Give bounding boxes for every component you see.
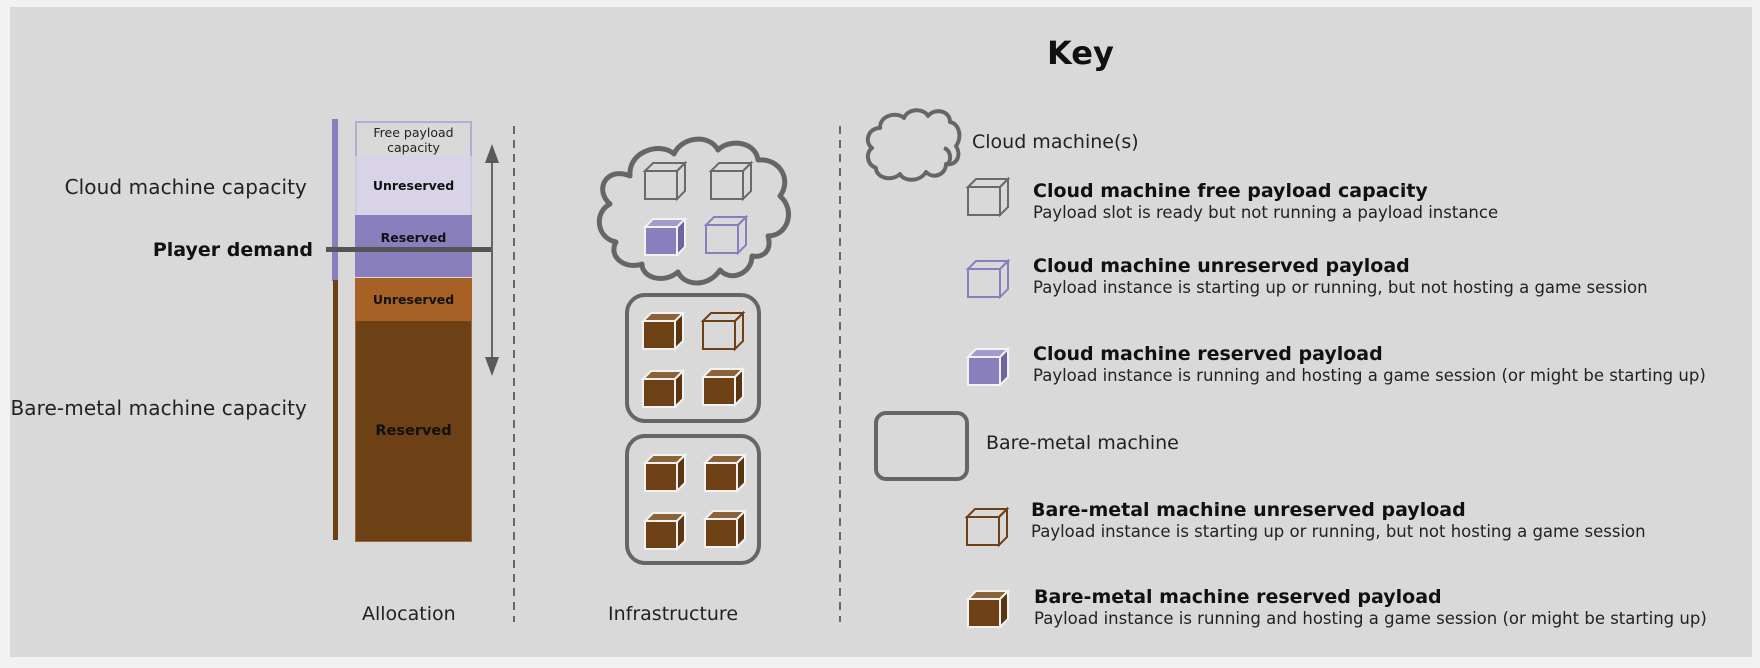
bare-metal-capacity-label: Bare-metal machine capacity <box>10 396 307 420</box>
cube-bare-unreserved-icon <box>700 310 746 352</box>
cube-bare-reserved-icon <box>640 310 686 352</box>
key-item-desc: Payload instance is running and hosting … <box>1033 366 1706 385</box>
bare-metal-machine-1 <box>625 293 761 423</box>
segment-label: Unreserved <box>372 178 455 193</box>
cube-cloud-free-icon <box>708 160 754 202</box>
separator-dashed-2 <box>839 126 841 622</box>
player-demand-label: Player demand <box>152 239 313 261</box>
diagram-panel <box>10 7 1752 657</box>
key-item-title: Bare-metal machine unreserved payload <box>1031 499 1466 521</box>
bare-metal-capacity-bar <box>333 280 338 540</box>
cube-bare-reserved-icon <box>702 452 748 494</box>
key-item-cloud-reserved: Cloud machine reserved payload Payload i… <box>1033 343 1706 385</box>
key-item-bare-unreserved: Bare-metal machine unreserved payload Pa… <box>1031 499 1646 541</box>
key-item-title: Bare-metal machine reserved payload <box>1034 586 1442 608</box>
key-cube-bare-reserved-icon <box>965 588 1011 630</box>
segment-label: Unreserved <box>372 292 455 307</box>
cube-bare-reserved-icon <box>642 510 688 552</box>
cube-bare-reserved-icon <box>640 368 686 410</box>
infrastructure-label: Infrastructure <box>608 603 739 625</box>
separator-dashed-1 <box>513 126 515 622</box>
cube-cloud-reserved-icon <box>642 216 688 258</box>
segment-label: Reserved <box>380 230 447 245</box>
cloud-machine-icon <box>596 136 791 286</box>
segment-cloud-free: Free payload capacity <box>355 121 472 156</box>
cube-bare-reserved-icon <box>642 452 688 494</box>
key-cloud-icon <box>865 108 962 182</box>
key-title: Key <box>1047 34 1114 72</box>
key-cube-cloud-reserved-icon <box>965 346 1011 388</box>
allocation-label: Allocation <box>362 603 456 625</box>
key-item-cloud-unreserved: Cloud machine unreserved payload Payload… <box>1033 255 1648 297</box>
segment-bare-unreserved: Unreserved <box>355 278 472 321</box>
key-item-title: Cloud machine free payload capacity <box>1033 180 1428 202</box>
bare-metal-machine-2 <box>625 434 761 565</box>
allocation-stacked-bar: Free payload capacity Unreserved Reserve… <box>355 121 472 542</box>
key-item-desc: Payload instance is starting up or runni… <box>1031 522 1646 541</box>
cube-bare-reserved-icon <box>702 508 748 550</box>
key-item-desc: Payload slot is ready but not running a … <box>1033 203 1499 222</box>
cube-cloud-free-icon <box>642 160 688 202</box>
segment-label: Free payload capacity <box>373 124 454 155</box>
segment-cloud-reserved: Reserved <box>355 215 472 277</box>
key-item-desc: Payload instance is running and hosting … <box>1034 609 1707 628</box>
key-cube-bare-unreserved-icon <box>964 506 1010 548</box>
segment-bare-reserved: Reserved <box>355 321 472 542</box>
key-item-cloud-free: Cloud machine free payload capacity Payl… <box>1033 180 1498 222</box>
cube-bare-reserved-icon <box>700 366 746 408</box>
key-cube-cloud-unreserved-icon <box>965 258 1011 300</box>
segment-cloud-unreserved: Unreserved <box>355 156 472 215</box>
key-item-bare-reserved: Bare-metal machine reserved payload Payl… <box>1034 586 1707 628</box>
cloud-capacity-label: Cloud machine capacity <box>64 175 307 199</box>
key-bare-metal-icon <box>874 411 969 481</box>
cube-cloud-unreserved-icon <box>703 214 749 256</box>
key-cube-cloud-free-icon <box>965 176 1011 218</box>
segment-label: Reserved <box>375 423 452 439</box>
cloud-capacity-bar <box>332 119 338 281</box>
double-arrow-icon <box>485 144 499 376</box>
key-item-title: Cloud machine reserved payload <box>1033 343 1383 365</box>
key-item-title: Cloud machine unreserved payload <box>1033 255 1410 277</box>
key-cloud-machine-label: Cloud machine(s) <box>972 131 1139 153</box>
player-demand-line <box>326 247 493 252</box>
key-bare-metal-label: Bare-metal machine <box>986 432 1179 454</box>
key-item-desc: Payload instance is starting up or runni… <box>1033 278 1648 297</box>
